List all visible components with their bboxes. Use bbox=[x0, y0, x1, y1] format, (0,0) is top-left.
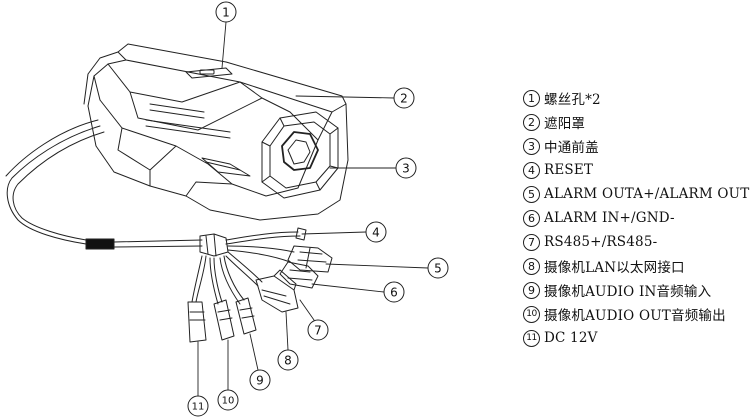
legend-number: 11 bbox=[523, 329, 540, 347]
legend-label: ALARM IN+/GND- bbox=[544, 210, 675, 226]
svg-text:4: 4 bbox=[372, 226, 380, 240]
legend-number: 9 bbox=[523, 281, 540, 299]
legend-item-screw-holes: 1 螺丝孔*2 bbox=[523, 86, 749, 110]
leader-lines bbox=[198, 22, 428, 398]
main-cable bbox=[6, 120, 228, 256]
callout-9: 9 bbox=[250, 370, 270, 390]
legend-number: 8 bbox=[523, 257, 540, 275]
legend-number: 5 bbox=[523, 185, 540, 203]
legend-item-alarm-out: 5 ALARM OUTA+/ALARM OUTB- bbox=[523, 182, 750, 206]
legend-item-front-cover: 3 中通前盖 bbox=[523, 134, 749, 158]
callout-10: 10 bbox=[218, 390, 238, 410]
callout-11: 11 bbox=[188, 396, 208, 416]
legend-item-reset: 4 RESET bbox=[523, 158, 749, 182]
svg-text:7: 7 bbox=[314, 324, 322, 338]
legend-label: 中通前盖 bbox=[544, 140, 599, 156]
legend-label: 摄像机AUDIO IN音频输入 bbox=[544, 284, 712, 300]
legend-number: 4 bbox=[523, 161, 540, 179]
svg-text:2: 2 bbox=[400, 92, 408, 106]
svg-text:8: 8 bbox=[284, 354, 292, 368]
parts-legend: 1 螺丝孔*2 2 遮阳罩 3 中通前盖 4 RESET 5 ALARM OUT… bbox=[523, 86, 750, 350]
legend-item-lan: 8 摄像机LAN以太网接口 bbox=[523, 254, 749, 278]
pigtail-leads bbox=[188, 228, 332, 342]
svg-text:1: 1 bbox=[222, 6, 230, 20]
legend-item-rs485: 7 RS485+/RS485- bbox=[523, 230, 749, 254]
callout-2: 2 bbox=[394, 88, 414, 108]
camera-housing bbox=[84, 44, 348, 220]
legend-item-audio-out: 10 摄像机AUDIO OUT音频输出 bbox=[523, 302, 749, 326]
callout-4: 4 bbox=[366, 222, 386, 242]
legend-number: 1 bbox=[523, 89, 540, 107]
legend-label: 螺丝孔*2 bbox=[544, 92, 601, 108]
legend-label: RESET bbox=[544, 162, 594, 178]
callout-3: 3 bbox=[396, 158, 416, 178]
legend-label: DC 12V bbox=[544, 330, 598, 346]
legend-item-sun-shield: 2 遮阳罩 bbox=[523, 110, 749, 134]
legend-label: 遮阳罩 bbox=[544, 116, 586, 132]
callout-1: 1 bbox=[216, 2, 236, 22]
svg-text:3: 3 bbox=[402, 162, 410, 176]
svg-text:11: 11 bbox=[192, 402, 205, 413]
svg-text:9: 9 bbox=[256, 374, 264, 388]
legend-item-dc-power: 11 DC 12V bbox=[523, 326, 749, 350]
svg-text:10: 10 bbox=[222, 396, 235, 407]
legend-number: 10 bbox=[523, 305, 540, 323]
legend-label: RS485+/RS485- bbox=[544, 234, 658, 250]
svg-text:6: 6 bbox=[390, 286, 398, 300]
callout-6: 6 bbox=[384, 282, 404, 302]
legend-number: 3 bbox=[523, 137, 540, 155]
legend-number: 2 bbox=[523, 113, 540, 131]
callout-7: 7 bbox=[308, 320, 328, 340]
svg-text:5: 5 bbox=[434, 262, 442, 276]
legend-number: 7 bbox=[523, 233, 540, 251]
callout-5: 5 bbox=[428, 258, 448, 278]
callout-8: 8 bbox=[278, 350, 298, 370]
legend-item-audio-in: 9 摄像机AUDIO IN音频输入 bbox=[523, 278, 749, 302]
legend-label: 摄像机AUDIO OUT音频输出 bbox=[544, 308, 726, 324]
legend-item-alarm-in: 6 ALARM IN+/GND- bbox=[523, 206, 749, 230]
legend-label: 摄像机LAN以太网接口 bbox=[544, 260, 685, 276]
cable-ferrite-icon bbox=[86, 239, 114, 249]
legend-number: 6 bbox=[523, 209, 540, 227]
legend-label: ALARM OUTA+/ALARM OUTB- bbox=[544, 186, 750, 202]
